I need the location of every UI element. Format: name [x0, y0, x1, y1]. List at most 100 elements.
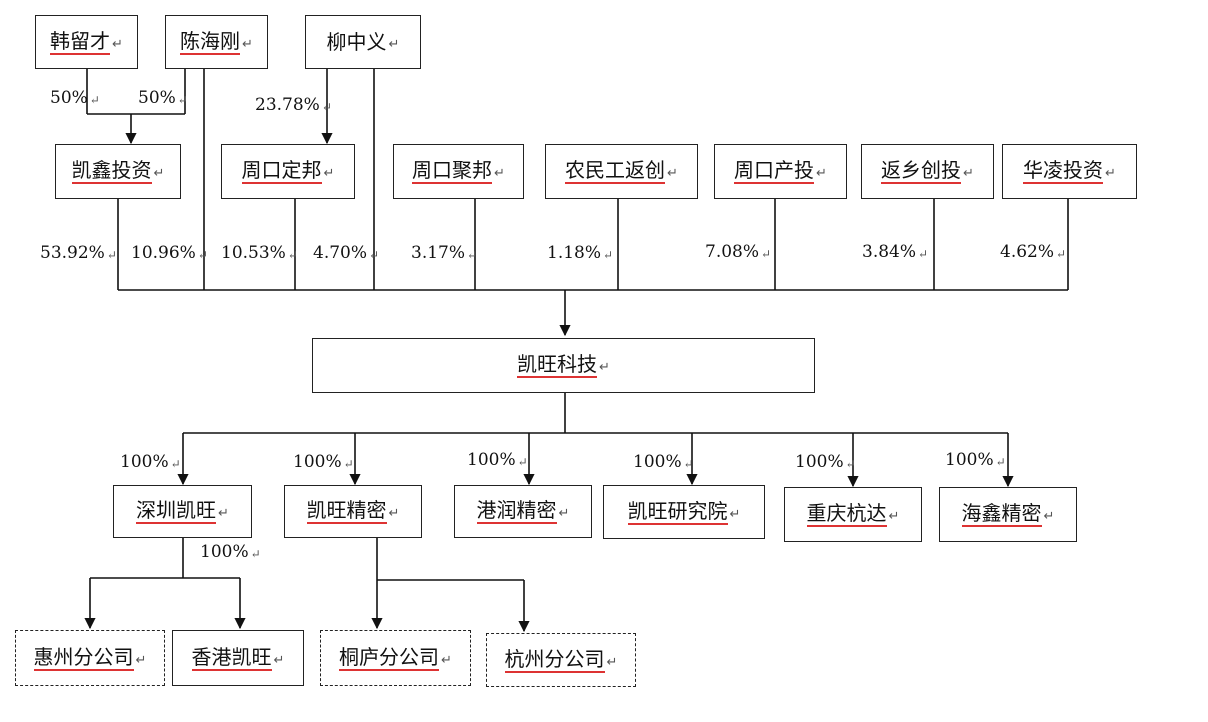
- pct-value: 1.18%: [547, 243, 602, 263]
- return-mark: ↵: [494, 166, 505, 181]
- return-mark: ↵: [603, 248, 614, 262]
- return-mark: ↵: [599, 360, 610, 375]
- pct-kaixin-kw: 53.92%↵: [40, 243, 117, 264]
- node-zhoukou-dingbang: 周口定邦↵: [221, 144, 355, 199]
- node-label: 香港凯旺: [191, 644, 272, 671]
- node-zhoukou-jubang: 周口聚邦↵: [393, 144, 524, 199]
- node-label: 港润精密: [476, 498, 557, 524]
- return-mark: ↵: [177, 93, 188, 107]
- pct-cqhd: 100%↵: [795, 452, 856, 473]
- node-chen-haigang: 陈海刚↵: [165, 15, 268, 69]
- return-mark: ↵: [845, 457, 856, 471]
- pct-value: 10.96%: [131, 243, 196, 263]
- pct-nmg-kw: 1.18%↵: [547, 243, 613, 264]
- pct-szkw: 100%↵: [120, 452, 181, 473]
- node-label: 周口产投: [734, 158, 815, 184]
- return-mark: ↵: [388, 36, 400, 52]
- return-mark: ↵: [918, 247, 929, 261]
- pct-value: 100%: [200, 542, 249, 562]
- return-mark: ↵: [323, 166, 335, 181]
- node-hualing-touzi: 华凌投资↵: [1002, 144, 1137, 199]
- pct-xgkw: 100%↵: [200, 542, 261, 563]
- return-mark: ↵: [343, 457, 354, 471]
- return-mark: ↵: [197, 248, 208, 262]
- return-mark: ↵: [218, 506, 229, 521]
- return-mark: ↵: [170, 457, 181, 471]
- node-label: 杭州分公司: [504, 646, 605, 673]
- node-kaiwang-keji: 凯旺科技↵: [312, 338, 815, 393]
- return-mark: ↵: [388, 506, 400, 521]
- pct-value: 100%: [293, 452, 342, 472]
- return-mark: ↵: [558, 506, 570, 521]
- pct-fxct-kw: 3.84%↵: [862, 242, 928, 263]
- node-hangzhou-branch: 杭州分公司↵: [486, 633, 636, 687]
- return-mark: ↵: [273, 652, 285, 668]
- return-mark: ↵: [89, 93, 100, 107]
- node-zhoukou-chantou: 周口产投↵: [714, 144, 847, 199]
- node-label: 返乡创投: [881, 158, 962, 184]
- pct-liu-zkdb: 23.78%↵: [255, 95, 332, 116]
- pct-hxjm: 100%↵: [945, 450, 1006, 471]
- return-mark: ↵: [153, 166, 165, 181]
- node-label: 柳中义: [326, 29, 387, 54]
- pct-zkct-kw: 7.08%↵: [705, 242, 771, 263]
- return-mark: ↵: [250, 547, 261, 561]
- pct-han-kaixin: 50%↵: [50, 88, 100, 109]
- node-tonglu-branch: 桐庐分公司↵: [320, 630, 471, 686]
- return-mark: ↵: [321, 100, 332, 114]
- return-mark: ↵: [441, 652, 452, 668]
- node-label: 重庆杭达: [806, 501, 887, 527]
- node-label: 海鑫精密: [961, 501, 1042, 527]
- node-label: 周口定邦: [241, 158, 322, 184]
- return-mark: ↵: [1105, 166, 1116, 181]
- pct-kwjm: 100%↵: [293, 452, 354, 473]
- return-mark: ↵: [1056, 247, 1067, 261]
- pct-zkdb-kw: 10.53%↵: [221, 243, 298, 264]
- node-huizhou-branch: 惠州分公司↵: [15, 630, 165, 686]
- node-label: 陈海刚: [180, 28, 241, 55]
- pct-value: 7.08%: [705, 242, 760, 262]
- pct-value: 4.62%: [1000, 242, 1055, 262]
- pct-value: 3.17%: [411, 243, 466, 263]
- node-label: 惠州分公司: [33, 644, 134, 671]
- return-mark: ↵: [667, 166, 678, 181]
- return-mark: ↵: [369, 248, 380, 262]
- return-mark: ↵: [467, 248, 478, 262]
- pct-value: 53.92%: [40, 243, 105, 263]
- node-han-liucai: 韩留才↵: [35, 15, 138, 69]
- pct-chen-kaixin: 50%↵: [138, 88, 188, 109]
- node-label: 深圳凯旺: [136, 498, 217, 524]
- node-fanxiang-chuangtou: 返乡创投↵: [861, 144, 994, 199]
- return-mark: ↵: [106, 248, 117, 262]
- node-haixin-jingmi: 海鑫精密↵: [939, 487, 1077, 542]
- pct-value: 50%: [50, 88, 88, 108]
- return-mark: ↵: [761, 247, 772, 261]
- return-mark: ↵: [683, 457, 694, 471]
- pct-value: 3.84%: [862, 242, 917, 262]
- pct-value: 100%: [633, 452, 682, 472]
- pct-chen-kw: 10.96%↵: [131, 243, 208, 264]
- return-mark: ↵: [729, 506, 741, 522]
- pct-grjm: 100%↵: [467, 450, 528, 471]
- pct-value: 100%: [467, 450, 516, 470]
- node-gangrun-jingmi: 港润精密↵: [454, 485, 592, 538]
- node-label: 桐庐分公司: [339, 644, 440, 671]
- node-liu-zhongyi: 柳中义↵: [305, 15, 421, 69]
- return-mark: ↵: [517, 455, 528, 469]
- node-kaiwang-jingmi: 凯旺精密↵: [284, 485, 422, 538]
- return-mark: ↵: [1043, 509, 1055, 524]
- node-kaiwang-yanjiuyuan: 凯旺研究院↵: [603, 485, 765, 539]
- pct-zkjb-kw: 3.17%↵: [411, 243, 477, 264]
- node-label: 凯旺研究院: [627, 498, 728, 525]
- return-mark: ↵: [287, 248, 298, 262]
- pct-value: 100%: [795, 452, 844, 472]
- pct-value: 100%: [945, 450, 994, 470]
- pct-value: 23.78%: [255, 95, 320, 115]
- pct-value: 4.70%: [313, 243, 368, 263]
- return-mark: ↵: [816, 166, 827, 181]
- node-label: 华凌投资: [1023, 158, 1104, 184]
- return-mark: ↵: [135, 652, 147, 668]
- node-label: 凯旺科技: [517, 352, 598, 378]
